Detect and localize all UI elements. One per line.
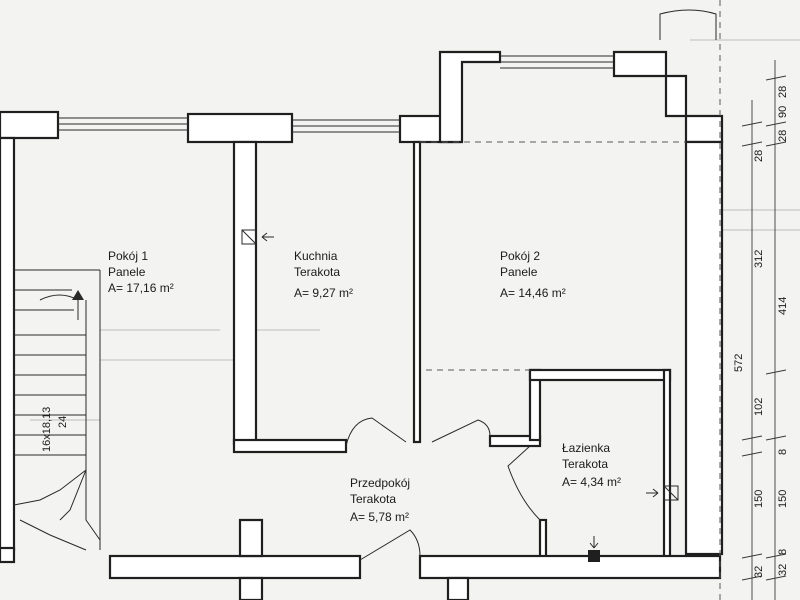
- door-bathroom: [507, 445, 541, 521]
- wall-bath-right: [662, 368, 672, 562]
- wall-kitchen-bottom: [232, 438, 348, 454]
- room-finish: Panele: [108, 265, 146, 279]
- doors: [345, 417, 541, 561]
- vent-bottom-icon: [588, 550, 600, 562]
- staircase: [13, 269, 101, 551]
- dim-inner-4: 32: [753, 566, 765, 578]
- dim-inner-1: 312: [753, 250, 765, 268]
- stairs-label: 16x18,13: [41, 407, 53, 452]
- windows: [58, 9, 717, 133]
- room-name: Pokój 1: [108, 249, 148, 263]
- dim-inner-2: 102: [753, 398, 765, 416]
- room-finish: Terakota: [562, 457, 608, 471]
- bay-wall-right: [612, 50, 724, 144]
- room-area: A= 17,16 m²: [108, 281, 174, 295]
- vent-bathroom-icon: [663, 485, 679, 501]
- room-finish: Panele: [500, 265, 538, 279]
- stair-arrow-icon: [72, 290, 84, 300]
- room-finish: Terakota: [350, 492, 396, 506]
- room-finish: Terakota: [294, 265, 340, 279]
- vent-symbols: [241, 229, 679, 562]
- dim-outer-1: 90: [777, 106, 789, 118]
- dim-inner-5: 572: [733, 354, 745, 372]
- room-area: A= 14,46 m²: [500, 286, 566, 300]
- room-name: Łazienka: [562, 441, 610, 455]
- dim-inner-3: 150: [753, 490, 765, 508]
- stairs-width: 24: [57, 416, 69, 428]
- wall-top-mid: [186, 112, 294, 144]
- wall-top-left: [0, 110, 60, 140]
- dim-outer-2: 28: [777, 130, 789, 142]
- dimension-lines: [741, 60, 787, 600]
- wall-bottom-stub: [446, 576, 470, 600]
- room-pokoj-1: Pokój 1 Panele A= 17,16 m²: [108, 249, 174, 295]
- vent-kitchen-icon: [241, 229, 257, 245]
- dim-outer-4: 8: [777, 449, 789, 455]
- room-przedpokoj: Przedpokój Terakota A= 5,78 m²: [350, 476, 410, 524]
- wall-bottom-pier: [238, 518, 264, 600]
- room-area: A= 5,78 m²: [350, 510, 409, 524]
- dim-outer-3: 414: [777, 297, 789, 315]
- wall-kitchen-right: [412, 140, 422, 444]
- room-area: A= 9,27 m²: [294, 286, 353, 300]
- door-room2: [431, 419, 491, 443]
- wall-bottom-left: [0, 546, 16, 564]
- wall-left: [0, 136, 16, 552]
- dim-outer-7: 32: [777, 564, 789, 576]
- wall-bath-top: [528, 368, 672, 382]
- dim-outer-6: 8: [777, 549, 789, 555]
- dim-outer-5: 150: [777, 490, 789, 508]
- wall-kitchen-left: [232, 140, 258, 446]
- bay-wall-left: [438, 50, 502, 144]
- dashed-lines: [420, 0, 721, 600]
- wall-bottom-mid: [108, 554, 362, 580]
- door-kitchen: [345, 417, 407, 447]
- wall-bottom-right: [418, 554, 722, 580]
- dim-inner-0: 28: [753, 150, 765, 162]
- room-lazienka: Łazienka Terakota A= 4,34 m²: [562, 441, 621, 489]
- room-name: Przedpokój: [350, 476, 410, 490]
- wall-right: [684, 140, 724, 556]
- walls: [0, 50, 724, 600]
- wall-bath-left-lower: [538, 518, 548, 562]
- room-name: Kuchnia: [294, 249, 338, 263]
- door-entrance: [359, 529, 421, 561]
- dim-outer-0: 28: [777, 86, 789, 98]
- room-kuchnia: Kuchnia Terakota A= 9,27 m²: [294, 249, 353, 300]
- room-name: Pokój 2: [500, 249, 540, 263]
- room-pokoj-2: Pokój 2 Panele A= 14,46 m²: [500, 249, 566, 300]
- room-area: A= 4,34 m²: [562, 475, 621, 489]
